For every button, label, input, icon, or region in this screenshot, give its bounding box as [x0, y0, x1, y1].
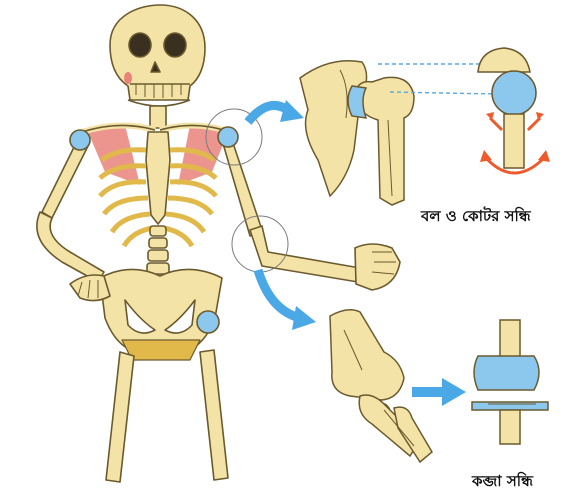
label-ball-socket-joint: বল ও কোটর সন্ধি	[421, 205, 531, 230]
right-fist	[355, 244, 400, 290]
skull	[110, 5, 205, 106]
shoulder-joint-right	[218, 127, 238, 147]
shoulder-joint-left	[70, 130, 90, 150]
elbow-joint-illustration	[330, 310, 432, 462]
spine	[147, 226, 169, 274]
label-hinge-joint: কব্জা সন্ধি	[472, 470, 533, 495]
left-hand	[70, 275, 110, 301]
ball-socket-model	[478, 48, 536, 168]
hip-joint	[197, 311, 219, 333]
blue-arrow-elbow	[258, 270, 300, 318]
shoulder-joint-illustration	[300, 61, 414, 205]
hinge-model	[472, 320, 548, 444]
